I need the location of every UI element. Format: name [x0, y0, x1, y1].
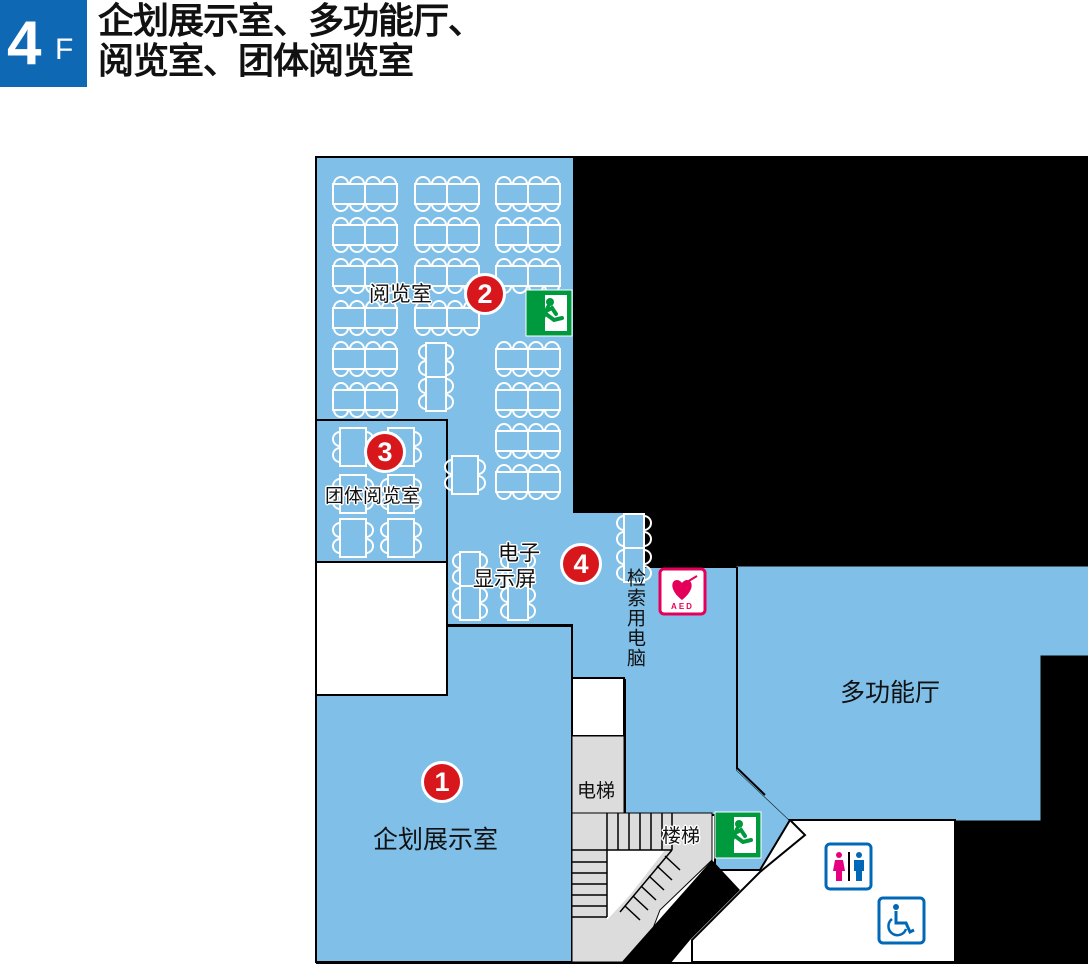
area-label-multipurpose-hall: 多功能厅 [840, 678, 941, 707]
elevator [571, 735, 625, 814]
area-label-search-pc: 检索用电脑 [624, 568, 646, 668]
floor-badge: 4 F [0, 0, 87, 87]
room-label-group-reading: 团体阅览室 [325, 485, 421, 507]
page-title: 企划展示室、多功能厅、 阅览室、团体阅览室 [98, 1, 484, 82]
multipurpose-hall [736, 566, 1088, 821]
room-marker-2[interactable]: 2 [464, 273, 506, 315]
aed-icon: AED [658, 567, 707, 616]
title-line-1: 企划展示室、多功能厅、 [98, 1, 484, 42]
room-label-exhibition: 企划展示室 [373, 825, 499, 854]
room-marker-3[interactable]: 3 [364, 431, 406, 473]
floor-unit: F [55, 33, 74, 66]
room-label-display-line1: 电子 [498, 541, 540, 565]
room-marker-1[interactable]: 1 [421, 761, 463, 803]
area-label-stairs: 楼梯 [662, 825, 701, 847]
room-marker-4[interactable]: 4 [560, 543, 602, 585]
emergency-exit-icon [714, 811, 762, 859]
room-label-display-line2: 显示屏 [473, 567, 536, 591]
wheelchair-icon [877, 896, 926, 945]
room-label-reading: 阅览室 [369, 282, 432, 306]
restroom-icon [824, 842, 873, 891]
area-label-elevator: 电梯 [577, 780, 616, 802]
svg-text:AED: AED [671, 602, 694, 611]
non-public-area [574, 157, 1088, 567]
floor-number: 4 [7, 9, 42, 78]
emergency-exit-icon [525, 289, 573, 337]
title-line-2: 阅览室、团体阅览室 [98, 41, 414, 82]
